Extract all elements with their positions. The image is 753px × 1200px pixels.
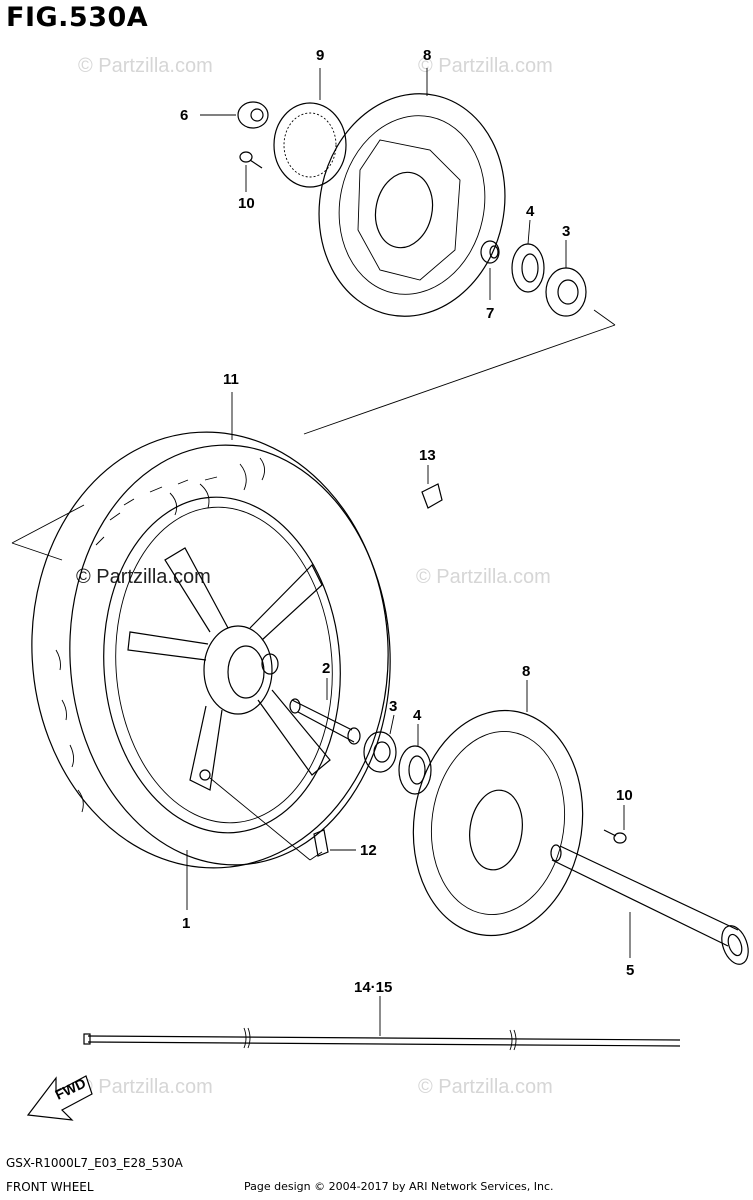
figure-title: FIG.530A — [6, 2, 149, 33]
callout-label: 3 — [562, 223, 570, 240]
callout-label: 9 — [316, 47, 324, 64]
front-wheel-assembly — [31, 431, 391, 869]
section-name: FRONT WHEEL — [6, 1180, 94, 1194]
leader-lines — [186, 68, 631, 1036]
callout-label: 11 — [223, 371, 239, 388]
callout-label: 6 — [180, 107, 188, 124]
watermark: © Partzilla.com — [418, 55, 553, 77]
fwd-arrow: FWD — [26, 1075, 93, 1121]
callout-label: 5 — [626, 962, 634, 979]
callout-label: 7 — [486, 305, 494, 322]
callout-label: 4 — [526, 203, 535, 220]
brake-disc-top — [318, 93, 506, 317]
bolt-lower — [603, 829, 627, 844]
callout-label: 8 — [522, 663, 530, 680]
callout-label: 8 — [423, 47, 431, 64]
callout-label: 1 — [182, 915, 190, 932]
callout-label: 10 — [616, 787, 633, 804]
callout-label: 3 — [389, 698, 397, 715]
watermark: © Partzilla.com — [78, 1076, 213, 1098]
wheel-spacer — [289, 698, 361, 745]
watermark: © Partzilla.com — [418, 1076, 553, 1098]
credit-line: Page design © 2004-2017 by ARI Network S… — [244, 1180, 554, 1193]
watermarks: © Partzilla.com © Partzilla.com © Partzi… — [76, 55, 553, 1098]
callout-label: 13 — [419, 447, 436, 464]
oil-seal-top — [511, 243, 545, 293]
watermark: © Partzilla.com — [76, 566, 211, 588]
collar-nut — [237, 101, 269, 129]
bearing-lower — [363, 731, 397, 773]
oil-seal-lower — [398, 745, 432, 795]
model-code: GSX-R1000L7_E03_E28_530A — [6, 1156, 183, 1170]
callout-label: 2 — [322, 660, 330, 677]
watermark: © Partzilla.com — [78, 55, 213, 77]
callout-label: 4 — [413, 707, 422, 724]
watermark: © Partzilla.com — [416, 566, 551, 588]
spacer — [480, 240, 500, 264]
callouts: 9 8 6 10 4 3 7 11 13 2 3 4 8 10 12 1 5 1… — [180, 47, 634, 996]
callout-label: 12 — [360, 842, 377, 859]
bearing-top — [545, 267, 587, 317]
balancer-weight — [421, 483, 443, 509]
brake-disc-lower — [412, 709, 584, 937]
alignment-lines — [11, 309, 616, 561]
valve — [313, 829, 329, 857]
callout-label: 10 — [238, 195, 255, 212]
front-axle — [550, 844, 749, 965]
sensor-rotor — [273, 102, 347, 188]
callout-label: 14·15 — [354, 979, 392, 996]
bolt-top — [239, 151, 263, 169]
balancer-strip — [83, 1027, 681, 1051]
